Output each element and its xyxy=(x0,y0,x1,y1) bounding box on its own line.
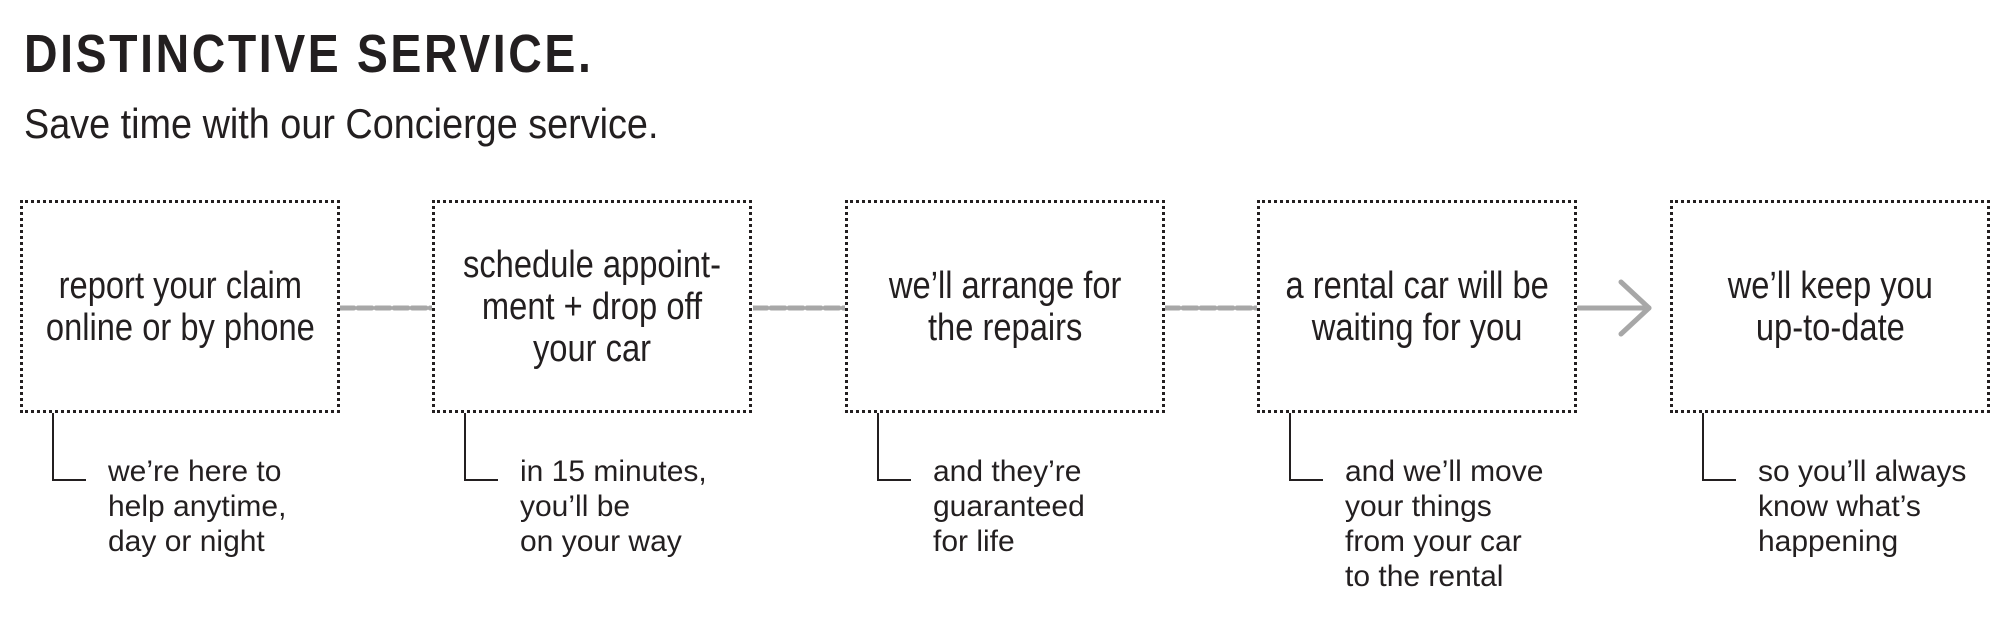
connector-3-4 xyxy=(1165,297,1257,319)
step-3: we’ll arrange for the repairs and they’r… xyxy=(845,200,1165,558)
step-note: we’re here to help anytime, day or night xyxy=(108,455,287,558)
step-label: report your claim online or by phone xyxy=(45,264,315,349)
step-box: a rental car will be waiting for you xyxy=(1257,200,1577,413)
arrow-right-icon xyxy=(1577,279,1652,337)
step-note: and they’re guaranteed for life xyxy=(933,455,1085,558)
step-note: so you’ll always know what’s happening xyxy=(1758,455,1967,558)
step-note: and we’ll move your things from your car… xyxy=(1345,455,1544,593)
callout-leader-line xyxy=(1702,413,1736,481)
callout-leader-line xyxy=(1289,413,1323,481)
step-2: schedule appoint- ment + drop off your c… xyxy=(432,200,752,558)
page-title: DISTINCTIVE SERVICE. xyxy=(24,24,594,84)
step-box: schedule appoint- ment + drop off your c… xyxy=(432,200,752,413)
connector-1-2 xyxy=(340,297,432,319)
callout-leader-line xyxy=(52,413,86,481)
connector-2-3 xyxy=(753,297,845,319)
step-box: we’ll keep you up-to-date xyxy=(1670,200,1990,413)
callout-leader-line xyxy=(877,413,911,481)
page-subtitle: Save time with our Concierge service. xyxy=(24,100,659,147)
step-box: we’ll arrange for the repairs xyxy=(845,200,1165,413)
step-4: a rental car will be waiting for you and… xyxy=(1257,200,1577,593)
step-label: a rental car will be waiting for you xyxy=(1285,264,1549,349)
step-note: in 15 minutes, you’ll be on your way xyxy=(520,455,707,558)
step-5: we’ll keep you up-to-date so you’ll alwa… xyxy=(1670,200,1990,558)
step-label: we’ll arrange for the repairs xyxy=(888,264,1122,349)
step-1: report your claim online or by phone we’… xyxy=(20,200,340,558)
step-label: we’ll keep you up-to-date xyxy=(1727,264,1933,349)
arrow-4-5 xyxy=(1577,278,1657,338)
step-box: report your claim online or by phone xyxy=(20,200,340,413)
callout-leader-line xyxy=(464,413,498,481)
step-label: schedule appoint- ment + drop off your c… xyxy=(463,243,721,370)
